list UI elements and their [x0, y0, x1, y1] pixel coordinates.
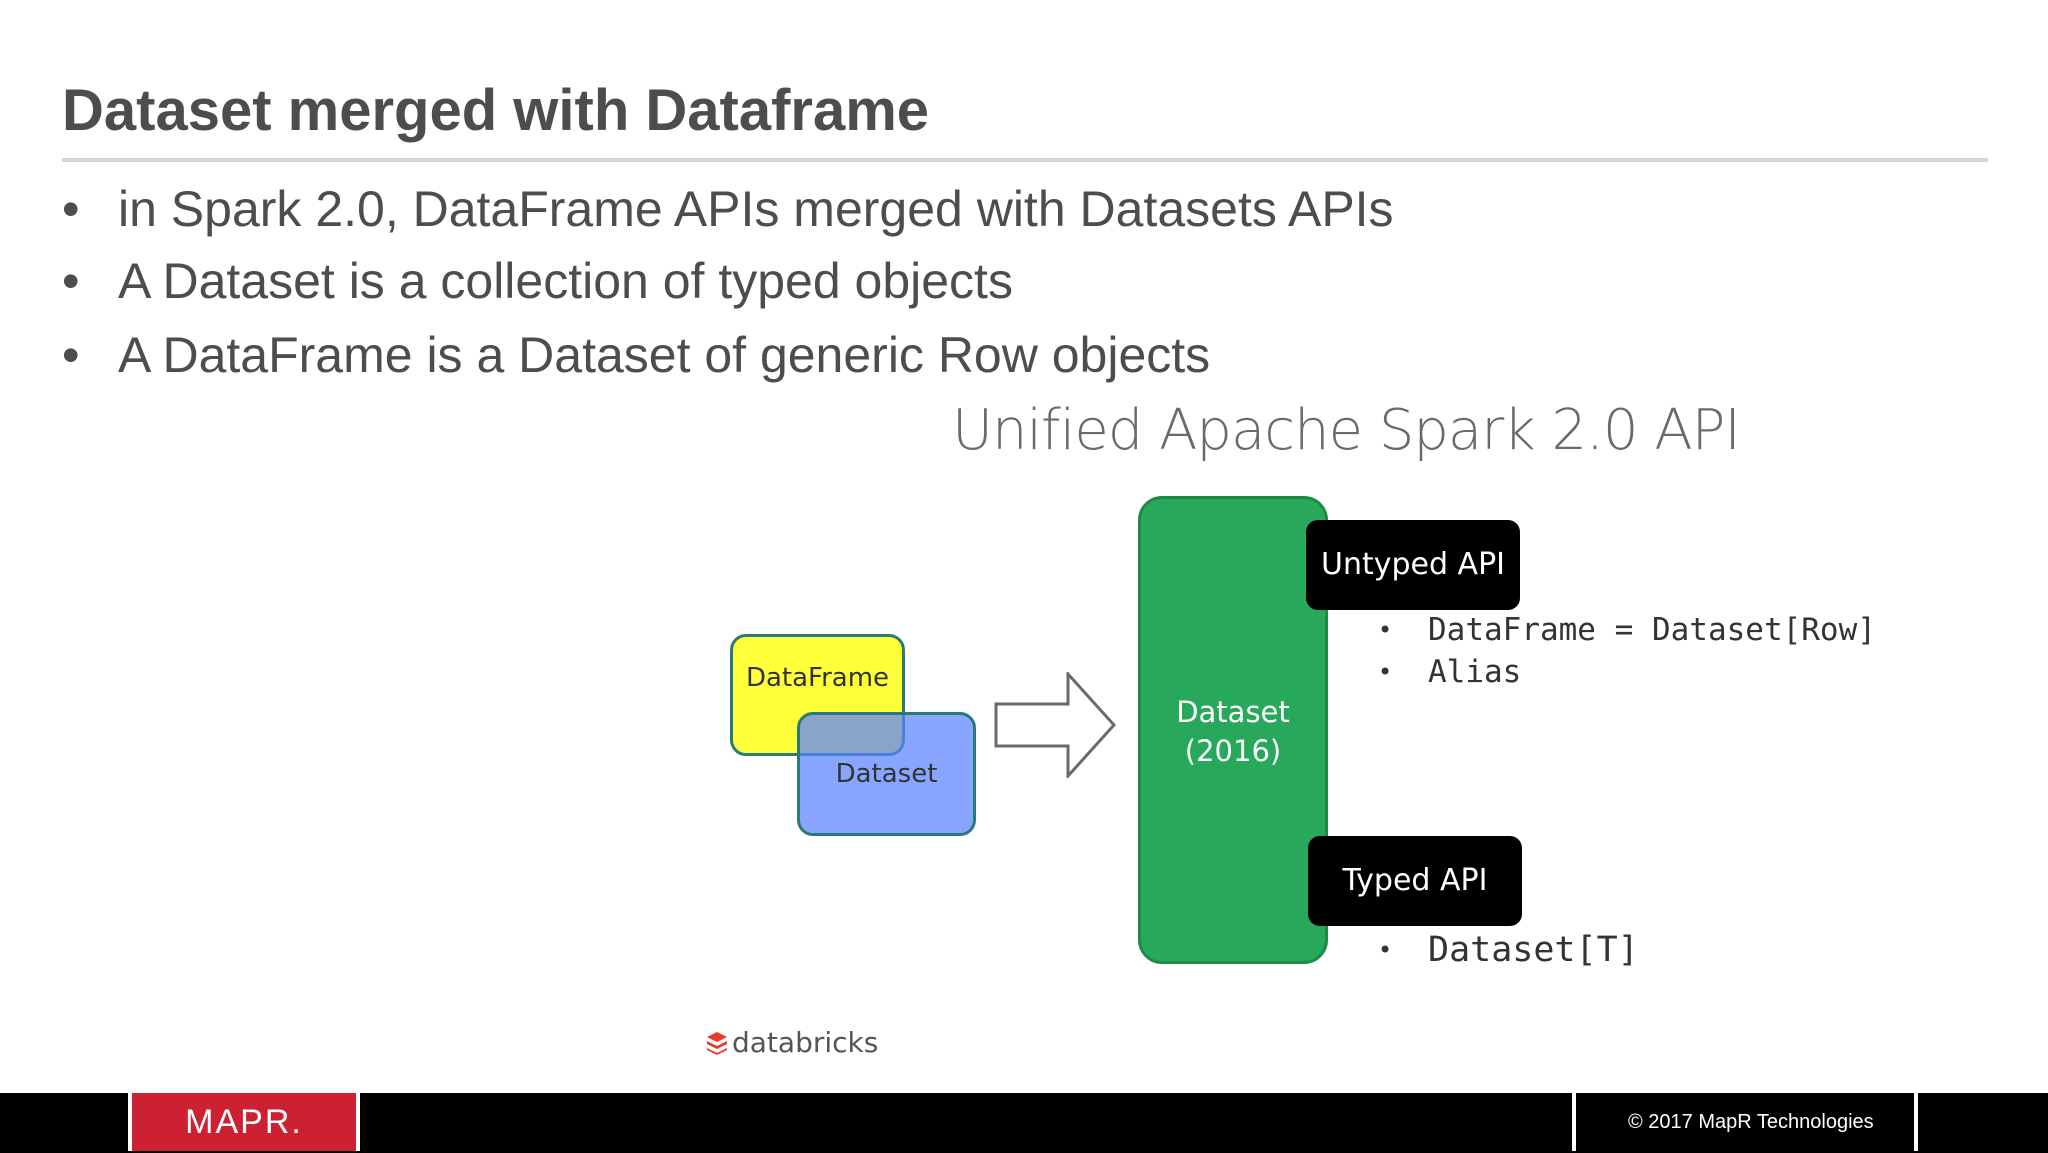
diagram-title: Unified Apache Spark 2.0 API — [952, 398, 1741, 463]
dataset-2016-label-line2: (2016) — [1184, 734, 1282, 768]
untyped-api-item-text: Alias — [1428, 654, 1522, 690]
bullet-dot: • — [62, 327, 80, 383]
dataset-2016-label-line1: Dataset — [1176, 695, 1290, 729]
bullet-dot: • — [1378, 616, 1393, 644]
bullet-dot: • — [62, 253, 80, 309]
title-divider — [62, 158, 1988, 162]
footer-divider — [1914, 1093, 1918, 1151]
dataset-label: Dataset — [835, 759, 938, 789]
untyped-api-item-text: DataFrame = Dataset[Row] — [1428, 612, 1876, 648]
databricks-brand: databricks — [706, 1026, 878, 1059]
typed-api-box: Typed API — [1308, 836, 1522, 926]
dataset-box: Dataset — [797, 712, 976, 836]
mapr-logo: MAPR. — [128, 1093, 360, 1151]
bullet-text: A Dataset is a collection of typed objec… — [118, 253, 1013, 309]
dataset-2016-box: Dataset (2016) — [1138, 496, 1328, 964]
footer-bar: MAPR. © 2017 MapR Technologies — [0, 1093, 2048, 1153]
footer-divider — [1572, 1093, 1576, 1151]
copyright-text: © 2017 MapR Technologies — [1628, 1111, 1874, 1133]
bullet-dot: • — [62, 181, 80, 237]
typed-api-item-text: Dataset[T] — [1428, 930, 1639, 970]
bullet-text: in Spark 2.0, DataFrame APIs merged with… — [118, 181, 1394, 237]
bullet-dot: • — [1378, 658, 1393, 686]
merge-arrow-icon — [994, 672, 1117, 778]
slide-title: Dataset merged with Dataframe — [62, 78, 930, 143]
bullet-dot: • — [1378, 936, 1393, 964]
dataframe-label: DataFrame — [745, 663, 890, 693]
databricks-brand-text: databricks — [732, 1026, 879, 1059]
databricks-logo-icon — [707, 1031, 727, 1055]
mapr-logo-text: MAPR. — [185, 1102, 303, 1141]
bullet-text: A DataFrame is a Dataset of generic Row … — [118, 327, 1211, 383]
untyped-api-box: Untyped API — [1306, 520, 1520, 610]
dataset-2016-label: Dataset (2016) — [1141, 693, 1325, 771]
